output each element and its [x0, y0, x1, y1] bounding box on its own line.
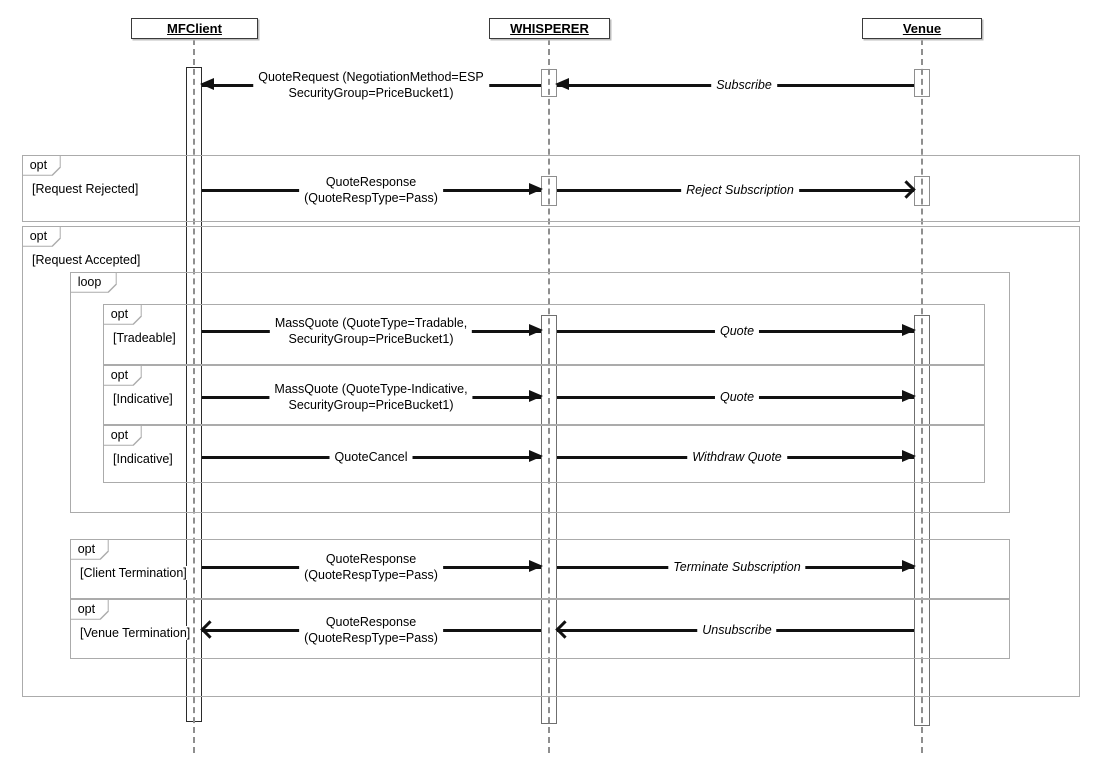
message-label: QuoteResponse(QuoteRespType=Pass) — [299, 174, 443, 206]
frame-operator-tab: opt — [103, 425, 142, 446]
frame-guard: [Tradeable] — [111, 331, 178, 345]
arrowhead-icon — [529, 183, 543, 195]
frame-opt-indicative-1: opt [Indicative] — [103, 365, 985, 425]
message-label: MassQuote (QuoteType=Tradable,SecurityGr… — [269, 315, 473, 347]
actor-venue: Venue — [862, 18, 982, 39]
arrowhead-icon — [902, 560, 916, 572]
lifeline-whisperer — [548, 39, 550, 753]
message-label: Unsubscribe — [697, 622, 777, 638]
frame-guard: [Request Rejected] — [30, 182, 141, 196]
lifeline-venue — [921, 39, 923, 753]
message-label: Subscribe — [711, 77, 777, 93]
lifeline-mfclient — [193, 39, 195, 753]
arrowhead-icon — [200, 78, 214, 90]
frame-opt-indicative-2: opt [Indicative] — [103, 425, 985, 483]
message-label: Quote — [714, 323, 760, 339]
message-label: QuoteResponse(QuoteRespType=Pass) — [299, 551, 443, 583]
actor-label: WHISPERER — [510, 21, 589, 36]
frame-operator-tab: opt — [103, 365, 142, 386]
frame-operator-tab: opt — [103, 304, 142, 325]
frame-opt-client-termination: opt [Client Termination] — [70, 539, 1010, 599]
message-label: QuoteCancel — [329, 449, 413, 465]
arrowhead-icon — [902, 324, 916, 336]
frame-loop: loop — [70, 272, 1010, 513]
arrowhead-icon — [902, 450, 916, 462]
message-label: Quote — [714, 389, 760, 405]
frame-operator-tab: opt — [22, 155, 61, 176]
frame-opt-request-accepted: opt [Request Accepted] — [22, 226, 1080, 697]
actor-label: MFClient — [167, 21, 222, 36]
frame-guard: [Request Accepted] — [30, 253, 143, 267]
message-label: Reject Subscription — [681, 182, 799, 198]
frame-guard: [Indicative] — [111, 392, 175, 406]
frame-operator-tab: opt — [22, 226, 61, 247]
frame-operator-tab: loop — [70, 272, 117, 293]
frame-opt-tradeable: opt [Tradeable] — [103, 304, 985, 365]
frame-operator-tab: opt — [70, 539, 109, 560]
arrowhead-icon — [529, 450, 543, 462]
message-label: Terminate Subscription — [668, 559, 806, 575]
arrowhead-icon — [555, 78, 569, 90]
frame-guard: [Client Termination] — [78, 566, 189, 580]
arrowhead-icon — [529, 324, 543, 336]
frame-opt-venue-termination: opt [Venue Termination] — [70, 599, 1010, 659]
message-label: MassQuote (QuoteType-Indicative,Security… — [269, 381, 473, 413]
message-label: QuoteResponse(QuoteRespType=Pass) — [299, 614, 443, 646]
frame-operator-tab: opt — [70, 599, 109, 620]
frame-opt-request-rejected: opt [Request Rejected] — [22, 155, 1080, 222]
frame-guard: [Indicative] — [111, 452, 175, 466]
actor-label: Venue — [902, 21, 942, 36]
arrowhead-icon — [529, 560, 543, 572]
actor-mfclient: MFClient — [131, 18, 258, 39]
actor-whisperer: WHISPERER — [489, 18, 610, 39]
message-label: Withdraw Quote — [687, 449, 787, 465]
arrowhead-icon — [529, 390, 543, 402]
frame-guard: [Venue Termination] — [78, 626, 193, 640]
arrowhead-icon — [902, 390, 916, 402]
